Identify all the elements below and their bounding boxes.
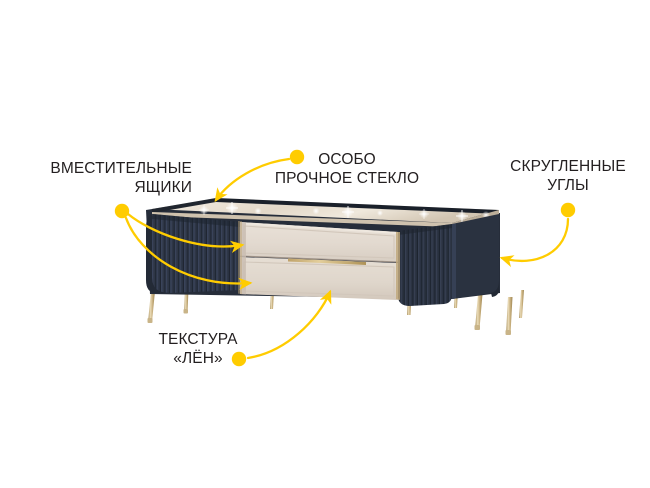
gold-trim	[396, 232, 400, 300]
dot-corners	[560, 202, 576, 218]
arrow-corners	[499, 217, 570, 268]
arrow-drawers-upper	[126, 212, 245, 253]
dot-glass	[289, 149, 305, 165]
dot-drawers	[114, 203, 130, 219]
callout-label-drawers: ВМЕСТИТЕЛЬНЫЕ ЯЩИКИ	[50, 160, 192, 196]
glass-sparkles	[199, 202, 490, 222]
arrow-glass	[214, 157, 291, 203]
left-fluted-door	[146, 214, 240, 293]
callout-label-glass: ОСОБО ПРОЧНОЕ СТЕКЛО	[274, 151, 420, 187]
callout-dots	[114, 149, 576, 367]
dot-texture	[231, 351, 247, 367]
drawer-handle	[288, 258, 366, 265]
right-fluted-door	[398, 214, 499, 306]
callout-label-texture: ТЕКСТУРА «ЛЁН»	[158, 331, 238, 367]
callout-label-corners: СКРУГЛЕННЫЕ УГЛЫ	[510, 158, 626, 194]
arrow-drawers-lower	[124, 216, 253, 291]
drawer-lower	[240, 257, 398, 300]
gold-trim-left	[238, 221, 242, 294]
drawer-upper	[240, 222, 398, 262]
arrow-texture	[246, 289, 332, 360]
